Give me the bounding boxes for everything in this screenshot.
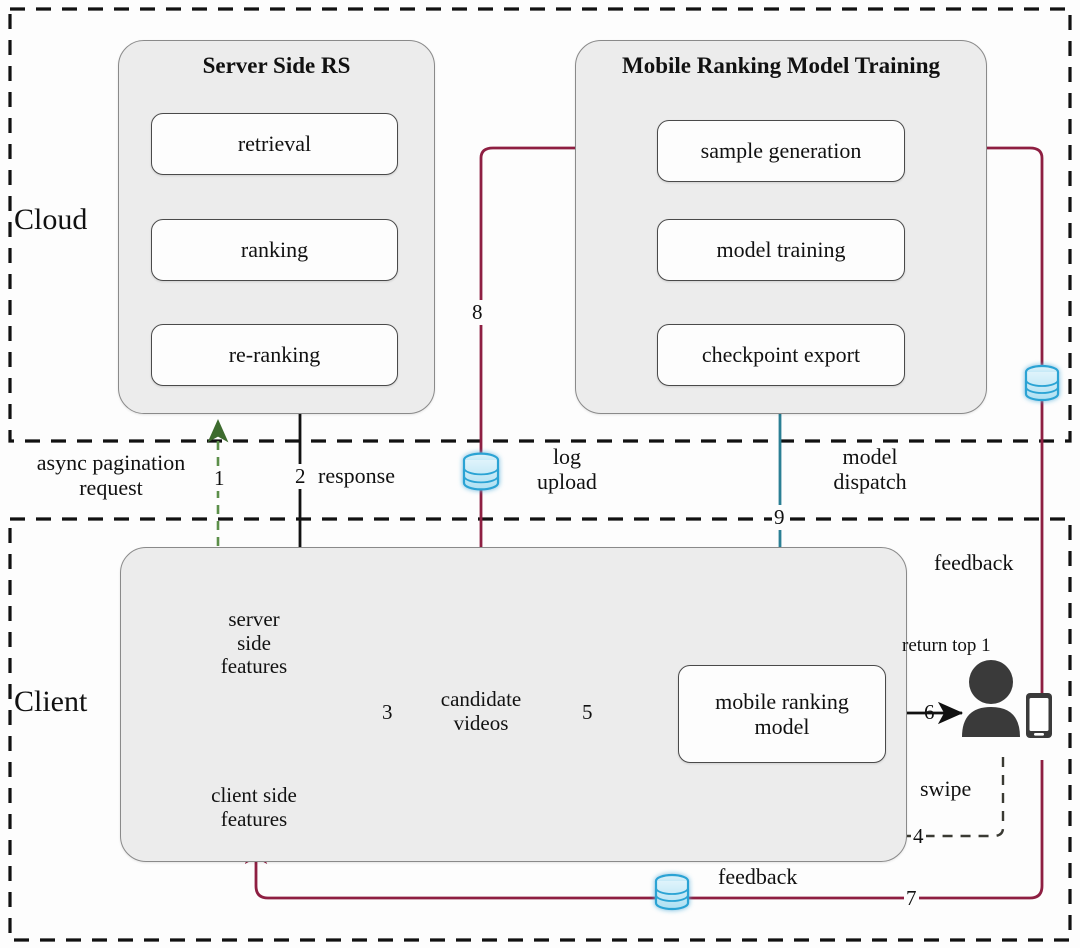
store-label-line2: side xyxy=(237,630,271,655)
store-label-line1: candidate xyxy=(440,687,522,711)
process-mobile-ranking-model[interactable]: mobile ranking model xyxy=(678,665,886,763)
edge-number-5: 5 xyxy=(582,700,593,724)
mobile-model-label-line1: mobile ranking xyxy=(715,688,849,714)
store-label-line2: videos xyxy=(453,710,509,735)
zone-label-client: Client xyxy=(14,685,88,718)
edge-number-3: 3 xyxy=(382,700,393,724)
edge-number-6: 6 xyxy=(924,700,935,724)
edge-number-7: 7 xyxy=(904,886,919,911)
database-icon-feedback-right xyxy=(1024,364,1060,402)
group-title-server-side-rs: Server Side RS xyxy=(202,53,351,78)
store-label-line2: features xyxy=(220,806,288,831)
store-label-line1: server xyxy=(228,607,280,631)
log-upload-line2: upload xyxy=(537,469,597,495)
mobile-phone-icon xyxy=(1026,693,1052,738)
store-label-line1: client side xyxy=(211,783,297,807)
async-pagination-line1: async pagination xyxy=(36,450,186,475)
model-dispatch-line1: model xyxy=(842,444,898,469)
database-icon-log-upload xyxy=(462,452,500,491)
group-title-mobile-ranking-model-training: Mobile Ranking Model Training xyxy=(621,53,940,78)
edge-label-model-dispatch: model dispatch xyxy=(800,444,940,495)
process-model-training[interactable]: model training xyxy=(657,219,905,281)
edge-label-swipe: swipe xyxy=(920,776,972,801)
process-sample-generation[interactable]: sample generation xyxy=(657,120,905,182)
mobile-model-label-line2: model xyxy=(754,714,810,739)
store-candidate-videos[interactable]: candidate videos xyxy=(414,656,548,778)
log-upload-line1: log xyxy=(552,444,582,469)
edge-label-log-upload: log upload xyxy=(506,444,628,495)
edge-number-9: 9 xyxy=(772,505,787,530)
process-re-ranking[interactable]: re-ranking xyxy=(151,324,398,386)
edge-label-async-pagination: async pagination request xyxy=(8,450,214,501)
edge-label-feedback-top: feedback xyxy=(934,550,1014,575)
async-pagination-line2: request xyxy=(79,475,143,501)
process-checkpoint-export[interactable]: checkpoint export xyxy=(657,324,905,386)
user-icon xyxy=(962,660,1020,737)
edge-number-2: 2 xyxy=(293,464,308,489)
edge-label-response: response xyxy=(318,463,395,488)
edge-number-1: 1 xyxy=(212,466,227,491)
database-icon-feedback-bottom xyxy=(654,873,690,911)
edge-label-feedback-bottom: feedback xyxy=(718,864,798,889)
edge-number-4: 4 xyxy=(911,824,926,849)
edge-number-8: 8 xyxy=(470,300,485,325)
edge-label-return-top-1: return top 1 xyxy=(902,635,991,656)
store-client-side-features[interactable]: client side features xyxy=(190,744,318,856)
process-ranking[interactable]: ranking xyxy=(151,219,398,281)
store-server-side-features[interactable]: server side features xyxy=(190,590,318,702)
store-label-line3: features xyxy=(220,654,288,679)
process-retrieval[interactable]: retrieval xyxy=(151,113,398,175)
model-dispatch-line2: dispatch xyxy=(833,469,907,495)
zone-label-cloud: Cloud xyxy=(14,203,88,236)
